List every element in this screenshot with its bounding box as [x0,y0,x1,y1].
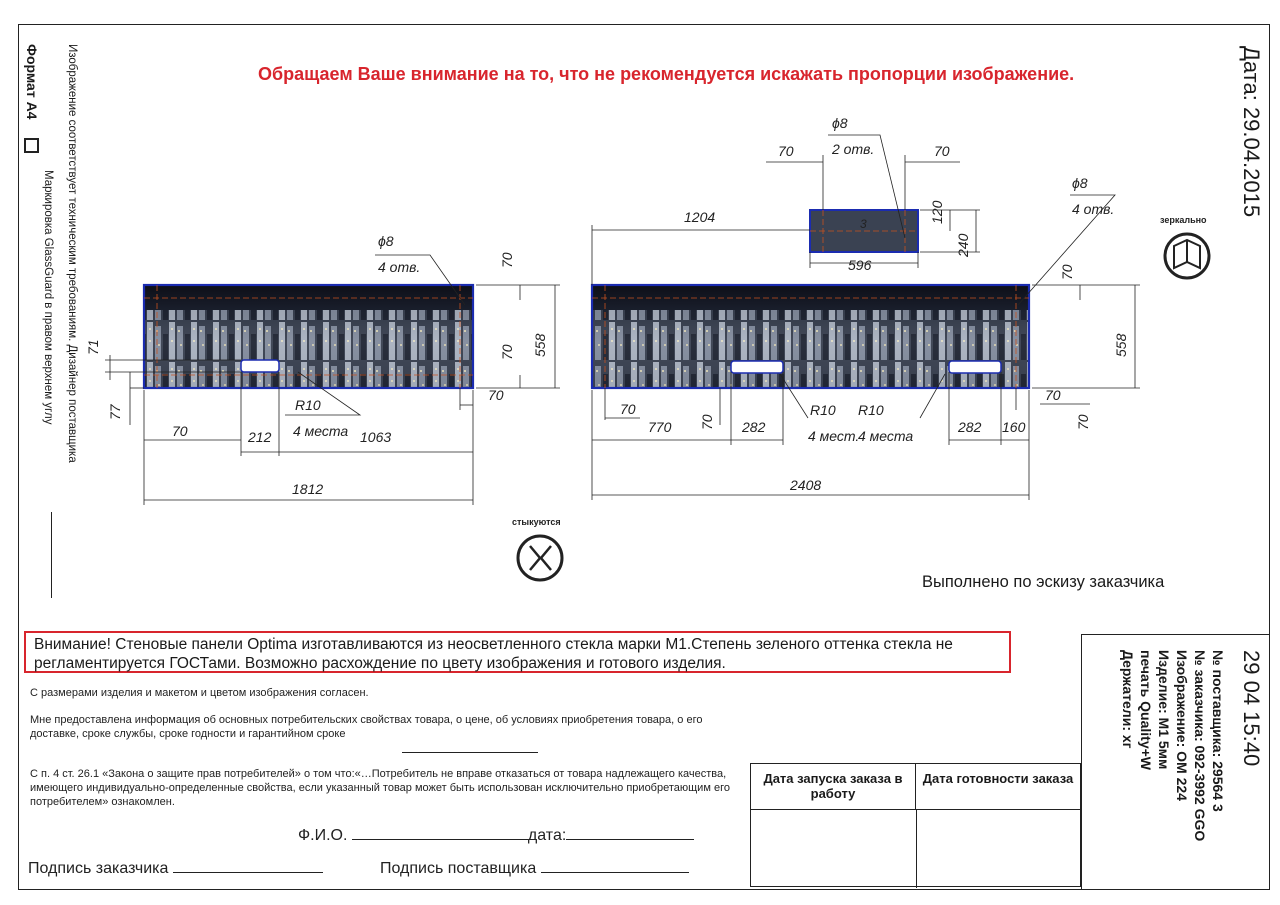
technical-drawing: 3 [85,115,1211,582]
p1-d71: 71 [85,339,101,355]
fio-field[interactable] [351,825,528,840]
p1-radius-places: 4 места [293,423,348,439]
order-line-1: № поставщика: 29564 3 [1210,650,1226,812]
ins-holes: 2 отв. [831,141,874,157]
page-frame [18,24,1270,890]
order-line-4: Изделие: М1 5мм [1156,650,1172,770]
panel-2-cutout-a [730,360,784,374]
ins-d120: 120 [929,200,945,224]
customer-sign-label: Подпись заказчика [28,860,169,877]
customer-sign-field[interactable] [172,858,323,873]
order-timestamp: 29 04 15:40 [1239,650,1264,767]
p2-radius-b: R10 [858,402,884,418]
supplier-sign-field[interactable] [540,858,689,873]
p2-d160: 160 [1002,419,1026,435]
p2-places-a: 4 мест. [808,428,859,444]
p1-d70d: 70 [172,423,188,439]
fio-label: Ф.И.О. [298,827,348,844]
date-field[interactable] [566,825,695,840]
info-signature-line [402,752,538,753]
p2-d70a: 70 [1059,264,1075,280]
p1-d1812: 1812 [292,481,323,497]
order-line-2: № заказчика: 092-3992 GGO [1192,650,1208,842]
ins-d70a: 70 [778,143,794,159]
ins-d596: 596 [848,257,872,273]
panel-2-cutout-b [948,360,1002,374]
mirror-icon [1163,232,1211,280]
p1-d558: 558 [532,333,548,357]
ins-d70b: 70 [934,143,950,159]
order-line-5: печать Quality+W [1138,650,1154,771]
panel-1-cutout [240,359,280,373]
ins-d240: 240 [955,233,971,258]
p1-d212: 212 [247,429,272,445]
p2-d70d: 70 [699,414,715,430]
ins-hole-dia: ϕ8 [832,115,848,131]
p2-hole-dia: ϕ8 [1072,175,1088,191]
panel-1 [142,283,475,390]
panel-2 [590,283,1031,390]
p2-d1204: 1204 [684,209,715,225]
p2-d70-left: 70 [620,401,636,417]
law-statement: С п. 4 ст. 26.1 «Закона о защите прав по… [30,768,730,808]
fio-row: Ф.И.О. дата: [298,825,695,845]
p1-d70b: 70 [499,344,515,360]
designer-signature-line [51,512,52,598]
p1-d1063: 1063 [360,429,391,445]
p2-d70b: 70 [1045,387,1061,403]
insert-label: 3 [860,217,867,231]
p1-hole-dia: ϕ8 [378,233,394,249]
size-agreement: С размерами изделия и макетом и цветом и… [30,687,369,699]
p2-d2408: 2408 [789,477,821,493]
sketch-note: Выполнено по эскизу заказчика [922,573,1165,591]
dimension-labels: ϕ8 4 отв. R10 4 места 1063 212 70 1812 7… [85,115,1129,497]
order-info-box [1081,634,1270,890]
customer-sign-row: Подпись заказчика [28,858,323,878]
info-statement: Мне предоставлена информация об основных… [30,714,703,740]
format-checkbox [24,138,39,153]
p2-d282a: 282 [741,419,766,435]
date-label-sig: дата: [527,827,567,844]
p1-d70c: 70 [488,387,504,403]
ready-date-header: Дата готовности заказа [916,764,1080,810]
order-line-6: Держатели: хг [1120,650,1136,749]
proportion-warning: Обращаем Ваше внимание на то, что не рек… [258,64,1075,84]
p2-d282b: 282 [957,419,982,435]
supplier-sign-label: Подпись поставщика [380,860,537,877]
p1-holes: 4 отв. [378,259,420,275]
p2-holes: 4 отв. [1072,201,1114,217]
p1-d77: 77 [107,403,123,420]
p1-radius: R10 [295,397,321,413]
mirror-label: зеркально [1160,215,1207,225]
p2-d558: 558 [1113,333,1129,357]
start-date-header: Дата запуска заказа в работу [751,764,916,810]
order-line-3: Изображение: OM 224 [1174,650,1190,801]
glass-notice: Внимание! Стеновые панели Optima изготав… [24,631,1011,673]
dimension-lines [105,134,1140,505]
p2-d70c: 70 [1075,414,1091,430]
p2-d770: 770 [648,419,672,435]
joined-icon [516,534,564,582]
p1-d70a: 70 [499,252,515,268]
supplier-sign-row: Подпись поставщика [380,858,689,878]
p2-places-b: 4 места [858,428,913,444]
joined-label: стыкуются [512,517,561,527]
dates-table: Дата запуска заказа в работу Дата готовн… [750,763,1081,888]
p2-radius-a: R10 [810,402,836,418]
insert-panel: 3 [809,209,919,253]
